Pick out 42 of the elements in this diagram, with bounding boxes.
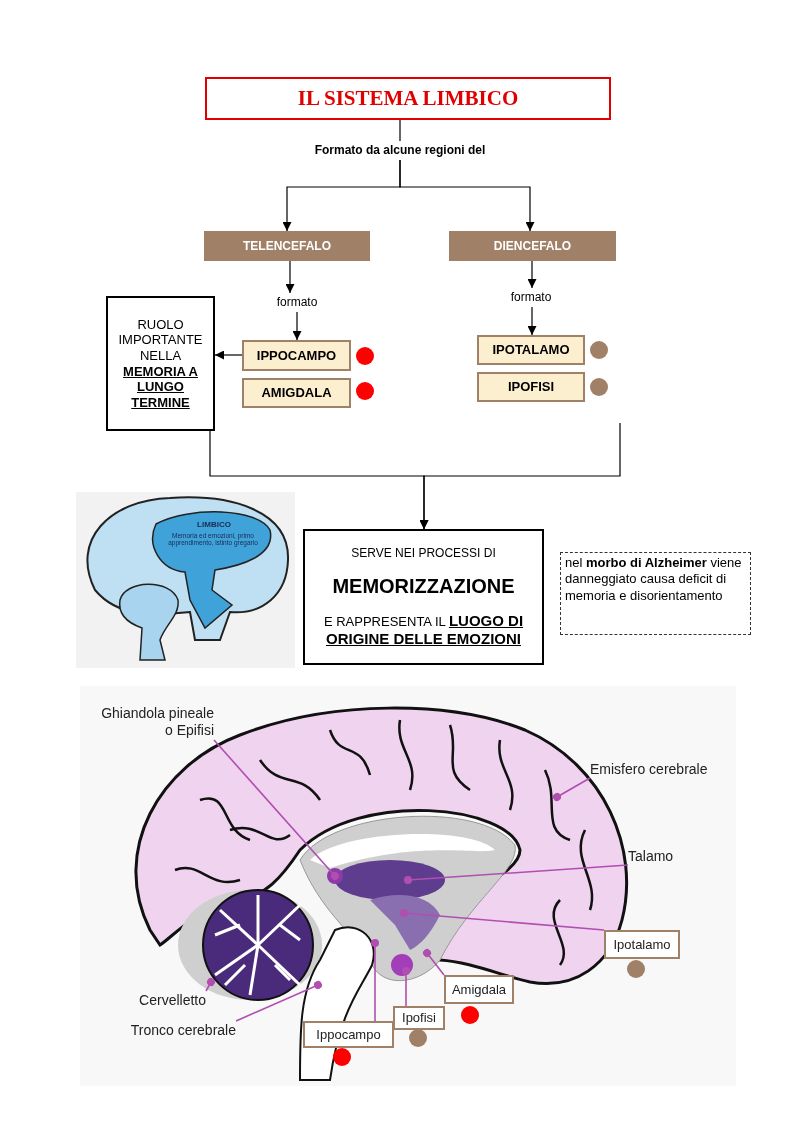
anatomy-label: Tronco cerebrale bbox=[122, 1021, 236, 1039]
structure-box: IPOTALAMO bbox=[477, 335, 585, 365]
text-line: SERVE NEI PROCESSI DI bbox=[351, 545, 496, 561]
structure-box: AMIGDALA bbox=[242, 378, 351, 408]
arrow bbox=[285, 260, 295, 294]
text-line: E RAPPRESENTA IL LUOGO DI ORIGINE DELLE EMOZIONI bbox=[322, 612, 525, 649]
arrow bbox=[292, 311, 302, 341]
arrow bbox=[214, 350, 243, 360]
leader-line bbox=[235, 981, 322, 1022]
leader-line bbox=[400, 909, 605, 931]
caption-text: formato bbox=[502, 288, 560, 307]
text-box bbox=[303, 529, 544, 665]
anatomy-label: Talamo bbox=[628, 847, 680, 865]
structure-box: IPPOCAMPO bbox=[242, 340, 351, 371]
anatomy-label: Emisfero cerebrale bbox=[590, 760, 714, 778]
anatomy-tag: Amigdala bbox=[444, 975, 514, 1004]
region-box: DIENCEFALO bbox=[449, 231, 616, 261]
leader-line bbox=[371, 939, 379, 1022]
text-box: RUOLO IMPORTANTE NELLA MEMORIA A LUNGO TERMINE bbox=[106, 296, 215, 431]
picture-label: LIMBICO bbox=[196, 521, 232, 530]
note-box: nel morbo di Alzheimer viene danneggiato causa deficit di memoria e disorientamento bbox=[560, 552, 751, 635]
leader-line bbox=[213, 739, 339, 880]
caption-text: Formato da alcune regioni del bbox=[300, 141, 500, 160]
connector-line bbox=[399, 119, 401, 142]
leader-line bbox=[205, 978, 215, 992]
leader-line bbox=[402, 967, 410, 1007]
arrow bbox=[527, 260, 537, 289]
anatomy-tag: Ippocampo bbox=[303, 1021, 394, 1048]
leader-line bbox=[404, 864, 629, 884]
caption-text: formato bbox=[268, 293, 326, 312]
anatomy-tag: Ipofisi bbox=[393, 1006, 445, 1030]
region-box: TELENCEFALO bbox=[204, 231, 370, 261]
title-box: IL SISTEMA LIMBICO bbox=[205, 77, 611, 120]
anatomy-label: Cervelletto bbox=[126, 991, 206, 1009]
leader-line bbox=[423, 949, 445, 976]
anatomy-label: Ghiandola pineale o Epifisi bbox=[92, 704, 214, 740]
text-line: MEMORIZZAZIONE bbox=[332, 574, 515, 599]
arrow bbox=[419, 422, 621, 530]
structure-box: IPOFISI bbox=[477, 372, 585, 402]
anatomy-tag: Ipotalamo bbox=[604, 930, 680, 959]
arrow bbox=[527, 306, 537, 336]
arrow bbox=[399, 159, 535, 232]
